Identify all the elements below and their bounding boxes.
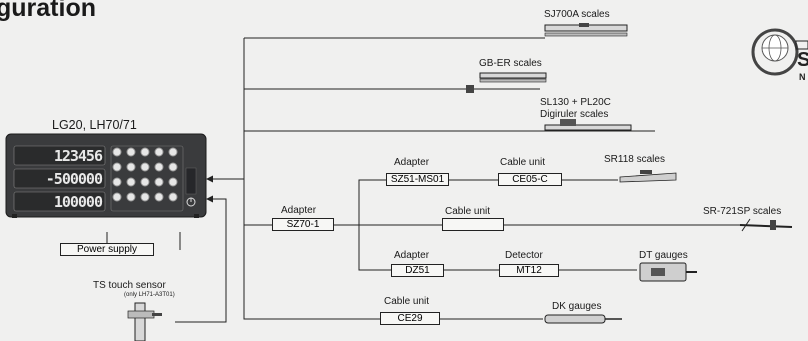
device-key [140, 177, 150, 187]
svg-text:S: S [797, 49, 808, 71]
power-supply-box: Power supply [60, 243, 154, 256]
dt-gauge-graphic [639, 262, 697, 282]
adapter-dz51-label: Adapter [394, 250, 430, 261]
device-key [140, 192, 150, 202]
device-keypad [112, 147, 178, 202]
detector-mt12-box: MT12 [499, 264, 559, 277]
page-title: guration [0, 0, 96, 22]
adapter-sz51-label: Adapter [394, 157, 430, 168]
touch-sensor-note: (only LH71-A3T01) [124, 292, 175, 298]
sr118-label: SR118 scales [604, 154, 665, 165]
sr721sp-scale-graphic [739, 218, 793, 232]
device-key [126, 177, 136, 187]
sj700a-scale-graphic [544, 23, 628, 37]
device-key [126, 192, 136, 202]
device-key [112, 162, 122, 172]
adapter-sz70-box: SZ70-1 [272, 218, 334, 231]
gb-er-scale-graphic [466, 72, 547, 93]
cable-unit-ce05-box: CE05-C [498, 173, 562, 186]
touch-sensor-label: TS touch sensor [93, 280, 166, 291]
cable-unit-ce29-box: CE29 [380, 312, 440, 325]
gb-er-label: GB-ER scales [479, 58, 542, 69]
device-key [112, 147, 122, 157]
adapter-sz70-label: Adapter [281, 205, 317, 216]
sj700a-label: SJ700A scales [544, 9, 610, 20]
cable-unit-ce05-label: Cable unit [500, 157, 546, 168]
brand-logo-icon: S N [751, 28, 808, 82]
dt-gauges-label: DT gauges [639, 250, 688, 261]
sr721sp-label: SR-721SP scales [703, 206, 782, 217]
device-key [168, 192, 178, 202]
device-key [126, 162, 136, 172]
device-key [154, 177, 164, 187]
display-row-3: 100000 [53, 193, 103, 211]
device-key [112, 192, 122, 202]
sl130-scale-graphic [544, 119, 632, 131]
cable-unit-blank-label: Cable unit [445, 206, 491, 217]
device-key [168, 177, 178, 187]
dk-gauge-graphic [544, 314, 622, 324]
device-key [154, 162, 164, 172]
connection-lines [106, 37, 740, 323]
adapter-sz51-box: SZ51-MS01 [386, 173, 449, 186]
sr118-scale-graphic [619, 170, 677, 183]
display-row-2: -500000 [45, 170, 103, 188]
device-key [140, 162, 150, 172]
device-key [168, 147, 178, 157]
cable-unit-blank-box [442, 218, 504, 231]
device-key [126, 147, 136, 157]
device-key [140, 147, 150, 157]
detector-mt12-label: Detector [505, 250, 543, 261]
svg-text:N: N [799, 72, 806, 82]
device-key [112, 177, 122, 187]
cable-unit-ce29-label: Cable unit [384, 296, 430, 307]
device-key [168, 162, 178, 172]
device-key [154, 147, 164, 157]
device-key [154, 192, 164, 202]
sl130-label: SL130 + PL20C [540, 97, 611, 108]
device-name: LG20, LH70/71 [52, 118, 137, 132]
adapter-dz51-box: DZ51 [391, 264, 444, 277]
digiruler-label: Digiruler scales [540, 109, 609, 120]
dk-gauges-label: DK gauges [552, 301, 602, 312]
display-row-1: 123456 [53, 147, 103, 165]
ts-touch-sensor-graphic [127, 302, 162, 341]
